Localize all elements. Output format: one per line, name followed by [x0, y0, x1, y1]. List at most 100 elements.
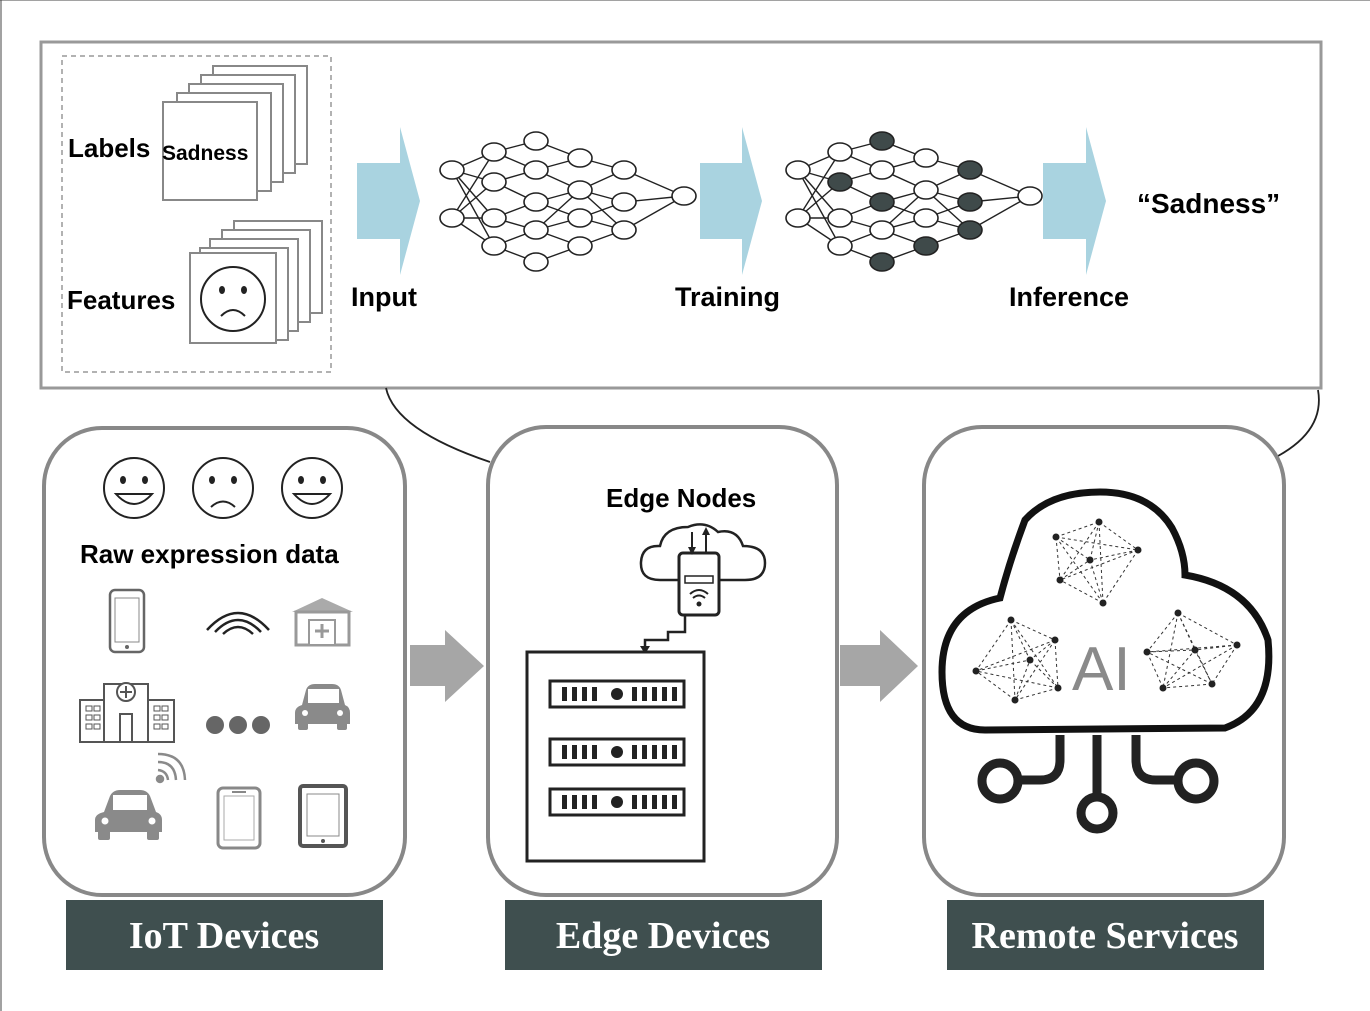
sad-face-icon [192, 457, 254, 519]
edge-devices-box: Edge Nodes [486, 425, 839, 897]
clinic-building-icon [292, 598, 353, 647]
labels-label: Labels [68, 133, 150, 163]
smartphone-icon [108, 588, 146, 654]
network-node [869, 160, 895, 180]
happy-face-icon [281, 457, 343, 519]
connected-car-icon [95, 790, 162, 840]
network-node [611, 220, 637, 240]
remote-caption-text: Remote Services [972, 915, 1239, 957]
edge-caption: Edge Devices [505, 900, 822, 970]
iot-caption-bg [66, 900, 383, 970]
panel-connector-left [385, 387, 491, 463]
mesh-network-icon [1143, 609, 1241, 692]
network-node [439, 208, 465, 228]
cloud-connectors-icon [977, 735, 1219, 834]
remote-caption-bg [947, 900, 1264, 970]
more-devices-icon [206, 716, 270, 734]
iot-box-frame [42, 426, 407, 897]
car-icon [295, 684, 350, 730]
network-node [913, 208, 939, 228]
edge-caption-bg [505, 900, 822, 970]
network-node [869, 192, 895, 212]
router-icon [677, 527, 721, 617]
server-slot [548, 787, 686, 817]
features-label: Features [67, 285, 175, 315]
server-rack-icon [525, 650, 706, 863]
ai-cloud-icon [938, 488, 1273, 734]
inference-result: “Sadness” [1137, 188, 1280, 219]
network-node [957, 160, 983, 180]
network-node [481, 172, 507, 192]
raw-expression-heading: Raw expression data [80, 539, 339, 569]
network-node [785, 160, 811, 180]
training-arrow-icon [700, 127, 762, 275]
network-node [869, 220, 895, 240]
network-node [611, 160, 637, 180]
network-node [611, 192, 637, 212]
training-step-label: Training [675, 282, 780, 312]
edge-caption-text: Edge Devices [556, 915, 770, 957]
untrained-network-icon [439, 131, 697, 272]
network-node [481, 236, 507, 256]
edge-nodes-heading: Edge Nodes [606, 483, 756, 513]
iot-caption: IoT Devices [66, 900, 383, 970]
network-node [567, 180, 593, 200]
network-node [567, 208, 593, 228]
network-node [523, 252, 549, 272]
panel-connector-right [1277, 389, 1320, 457]
cable-arrowhead-icon [640, 646, 650, 654]
edge-to-remote-arrow-icon [840, 630, 918, 702]
sad-face-icon [200, 266, 266, 332]
network-node [671, 186, 697, 206]
labels-card-stack [162, 65, 308, 201]
network-node [523, 220, 549, 240]
network-node [827, 142, 853, 162]
training-panel: Labels Sadness Features Input Training I… [39, 40, 1323, 390]
network-node [481, 142, 507, 162]
iot-devices-box: Raw expression data [42, 426, 407, 897]
network-node [827, 208, 853, 228]
dataset-dashed-box [61, 55, 332, 373]
server-slot [548, 679, 686, 709]
network-node [439, 160, 465, 180]
input-arrow-icon [357, 127, 420, 275]
iot-caption-text: IoT Devices [129, 915, 319, 957]
network-node [869, 131, 895, 151]
happy-face-icon [103, 457, 165, 519]
ai-label: AI [1072, 635, 1131, 704]
network-node [957, 220, 983, 240]
network-node [1017, 186, 1043, 206]
network-node [827, 172, 853, 192]
network-node [523, 192, 549, 212]
network-node [567, 236, 593, 256]
inference-step-label: Inference [1009, 282, 1129, 312]
wifi-icon [206, 611, 270, 635]
network-node [869, 252, 895, 272]
inference-arrow-icon [1043, 127, 1106, 275]
mesh-network-icon [972, 616, 1062, 704]
trained-network-icon [785, 131, 1043, 272]
signal-icon [155, 752, 187, 784]
network-node [957, 192, 983, 212]
iot-to-edge-arrow-icon [410, 630, 484, 702]
remote-caption: Remote Services [947, 900, 1264, 970]
network-node [481, 208, 507, 228]
server-slot [548, 737, 686, 767]
input-step-label: Input [351, 282, 417, 312]
network-cable-icon [643, 615, 687, 651]
mobile-phone-icon [216, 786, 262, 850]
network-node [913, 180, 939, 200]
network-node [785, 208, 811, 228]
hospital-icon [79, 682, 175, 743]
sadness-card-label: Sadness [162, 142, 248, 165]
network-node [913, 148, 939, 168]
network-node [523, 160, 549, 180]
network-node [913, 236, 939, 256]
mesh-network-icon [1052, 518, 1142, 607]
tablet-icon [298, 784, 348, 848]
network-node [567, 148, 593, 168]
network-node [827, 236, 853, 256]
remote-services-box: AI [922, 425, 1286, 897]
network-node [523, 131, 549, 151]
